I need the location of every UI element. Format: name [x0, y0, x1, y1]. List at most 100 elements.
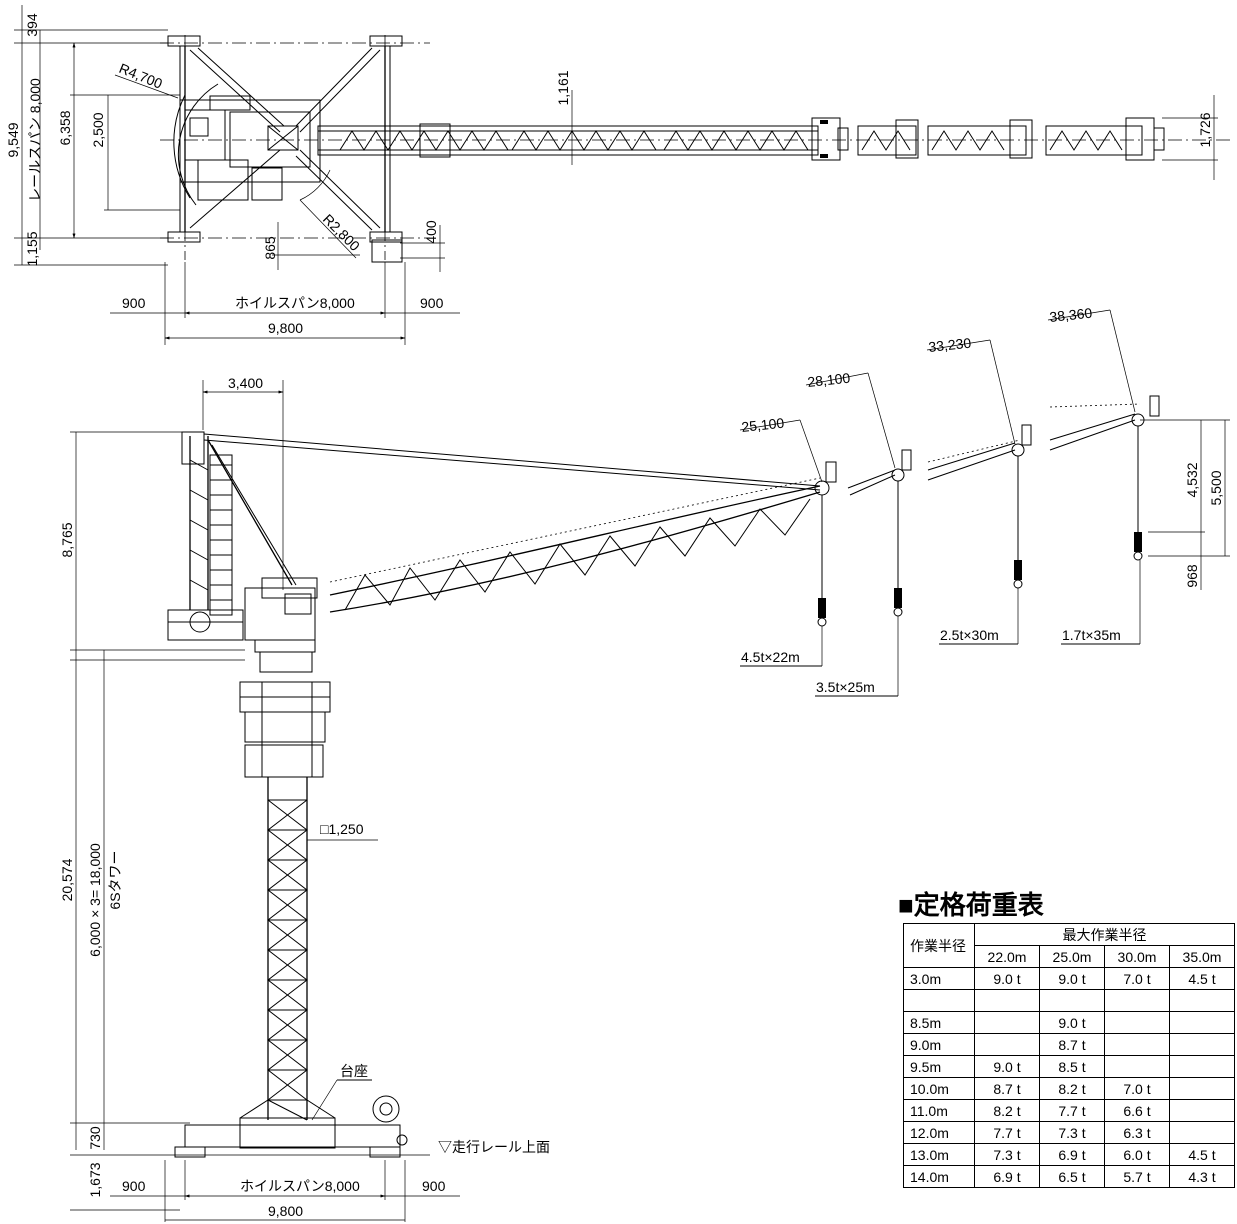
dim-rail-span: レールスパン 8,000: [27, 78, 43, 202]
dim-9800-elev: 9,800: [268, 1203, 303, 1219]
load-table-panel: ■定格荷重表 作業半径 最大作業半径 22.0m 25.0m 30.0m 35.…: [898, 890, 1237, 1224]
tower-name: 6Sタワー: [107, 850, 123, 909]
dim-8765: 8,765: [59, 522, 75, 557]
max-radius-header: 35.0m: [1169, 945, 1235, 968]
load-cell: 7.0 t: [1104, 1077, 1170, 1100]
load-cell: 8.2 t: [1039, 1077, 1105, 1100]
load-cell: 9.0 t: [1039, 967, 1105, 990]
table-row: 8.5m 9.0 t: [903, 1011, 1235, 1034]
radius-column-header: 作業半径: [903, 923, 975, 968]
dim-wheel-span-elev: ホイルスパン8,000: [240, 1178, 360, 1194]
dim-900-left: 900: [122, 295, 146, 311]
dim-900-right: 900: [420, 295, 444, 311]
load-cell: 8.7 t: [1039, 1033, 1105, 1056]
dim-3400: 3,400: [228, 375, 263, 391]
max-radius-header: 30.0m: [1104, 945, 1170, 968]
load-cell: 6.9 t: [1039, 1143, 1105, 1166]
load-cell: 6.0 t: [1104, 1143, 1170, 1166]
dim-5500: 5,500: [1208, 470, 1224, 505]
load-cell: 8.7 t: [974, 1077, 1040, 1100]
dim-400: 400: [423, 220, 439, 244]
radius-33230: 33,230: [928, 335, 972, 355]
max-radius-header: 22.0m: [974, 945, 1040, 968]
table-row: 12.0m 7.7 t 7.3 t 6.3 t: [903, 1121, 1235, 1144]
dim-2500: 2,500: [90, 112, 106, 147]
table-row: 10.0m 8.7 t 8.2 t 7.0 t: [903, 1077, 1235, 1100]
load-cell: 4.5 t: [1169, 967, 1235, 990]
load-cell: 5.7 t: [1104, 1165, 1170, 1188]
load-cell: [1104, 1055, 1170, 1078]
load-cell: 6.6 t: [1104, 1099, 1170, 1122]
load-cell: 7.7 t: [1039, 1099, 1105, 1122]
dim-r2800: R2,800: [320, 211, 363, 254]
dim-9549: 9,549: [5, 122, 21, 157]
load-35m: 1.7t×35m: [1062, 627, 1121, 643]
dim-900-left-elev: 900: [122, 1178, 146, 1194]
dim-730: 730: [87, 1126, 103, 1150]
load-cell: [1169, 989, 1235, 1012]
dim-968: 968: [1184, 564, 1200, 588]
table-row: 13.0m 7.3 t 6.9 t 6.0 t 4.5 t: [903, 1143, 1235, 1166]
radius-25100: 25,100: [741, 415, 785, 435]
load-cell: 6.5 t: [1039, 1165, 1105, 1188]
load-cell: 9.0 t: [974, 1055, 1040, 1078]
dim-20574: 20,574: [59, 858, 75, 901]
load-cell: [974, 989, 1040, 1012]
row-radius: 10.0m: [903, 1077, 975, 1100]
load-cell: 7.7 t: [974, 1121, 1040, 1144]
row-radius: 3.0m: [903, 967, 975, 990]
dim-900-right-elev: 900: [422, 1178, 446, 1194]
radius-38360: 38,360: [1049, 305, 1093, 325]
load-cell: [1039, 989, 1105, 1012]
load-cell: 6.9 t: [974, 1165, 1040, 1188]
load-cell: [1104, 989, 1170, 1012]
load-cell: 8.5 t: [1039, 1055, 1105, 1078]
load-25m: 3.5t×25m: [816, 679, 875, 695]
row-radius: 9.5m: [903, 1055, 975, 1078]
load-cell: [1169, 1121, 1235, 1144]
row-radius: 14.0m: [903, 1165, 975, 1188]
load-cell: [1104, 1033, 1170, 1056]
load-30m: 2.5t×30m: [940, 627, 999, 643]
elevation-view: 3,400 8,765 20,574 6,000 × 3= 18,000 6Sタ…: [59, 305, 1230, 1222]
dim-6358: 6,358: [57, 110, 73, 145]
load-cell: 9.0 t: [1039, 1011, 1105, 1034]
load-cell: 9.0 t: [974, 967, 1040, 990]
load-22m: 4.5t×22m: [741, 649, 800, 665]
load-cell: 8.2 t: [974, 1099, 1040, 1122]
table-row: 9.5m 9.0 t 8.5 t: [903, 1055, 1235, 1078]
row-radius: 8.5m: [903, 1011, 975, 1034]
dim-1155: 1,155: [24, 231, 40, 266]
dim-1161: 1,161: [555, 70, 571, 105]
dim-1250: □1,250: [320, 821, 364, 837]
load-cell: [974, 1033, 1040, 1056]
dim-394: 394: [24, 13, 40, 37]
dim-wheel-span: ホイルスパン8,000: [235, 295, 355, 311]
load-cell: [1104, 1011, 1170, 1034]
rail-level-label: ▽走行レール上面: [438, 1139, 550, 1155]
table-row: 14.0m 6.9 t 6.5 t 5.7 t 4.3 t: [903, 1165, 1235, 1188]
load-cell: [1169, 1011, 1235, 1034]
plan-view: 394 9,549 レールスパン 8,000 6,358 2,500 1,155…: [5, 5, 1230, 345]
row-radius: 13.0m: [903, 1143, 975, 1166]
load-cell: [1169, 1033, 1235, 1056]
table-row: 11.0m 8.2 t 7.7 t 6.6 t: [903, 1099, 1235, 1122]
base-label: 台座: [340, 1063, 368, 1079]
load-table-title: ■定格荷重表: [898, 890, 1044, 920]
row-radius: 9.0m: [903, 1033, 975, 1056]
dim-865: 865: [262, 236, 278, 260]
dim-1673: 1,673: [87, 1162, 103, 1197]
load-cell: 7.3 t: [974, 1143, 1040, 1166]
max-radius-group-header: 最大作業半径: [974, 923, 1235, 946]
table-row: 9.0m 8.7 t: [903, 1033, 1235, 1056]
radius-28100: 28,100: [807, 370, 851, 390]
table-row: 3.0m 9.0 t 9.0 t 7.0 t 4.5 t: [903, 967, 1235, 990]
max-radius-header: 25.0m: [1039, 945, 1105, 968]
dim-1726: 1,726: [1197, 112, 1213, 147]
load-cell: [974, 1011, 1040, 1034]
table-row: [903, 989, 1235, 1012]
row-radius: [903, 989, 975, 1012]
load-cell: 6.3 t: [1104, 1121, 1170, 1144]
load-table: 作業半径 最大作業半径 22.0m 25.0m 30.0m 35.0m 3.0m…: [903, 923, 1235, 1188]
